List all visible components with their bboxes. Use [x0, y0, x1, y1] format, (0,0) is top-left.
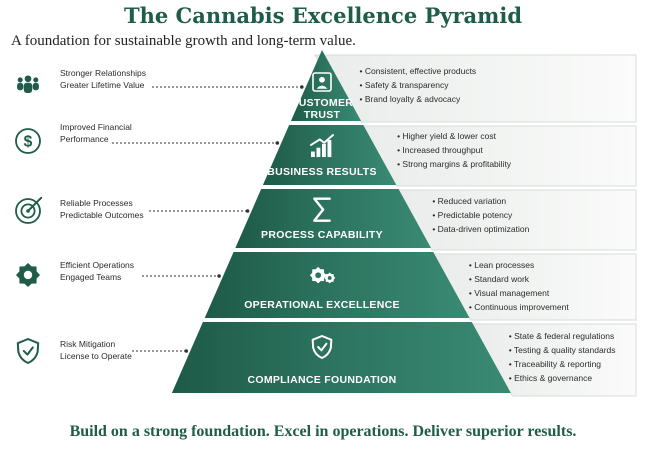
- tier-benefit-item: • Safety & transparency: [360, 80, 450, 90]
- footer-tagline: Build on a strong foundation. Excel in o…: [69, 423, 577, 440]
- tier-outcome-label: Predictable Outcomes: [60, 210, 144, 220]
- pyramid-tier: [235, 189, 432, 248]
- page-title: The Cannabis Excellence Pyramid: [123, 3, 523, 28]
- tier-benefit-item: • Ethics & governance: [509, 373, 593, 383]
- dollar-circle-icon: $: [15, 128, 41, 154]
- bar-chart-icon: [310, 134, 334, 158]
- connector-dot: [184, 349, 189, 353]
- tier-benefit-item: • State & federal regulations: [509, 331, 615, 341]
- gears-icon: [309, 266, 336, 284]
- tier-name: PROCESS CAPABILITY: [261, 229, 383, 241]
- pyramid-tier: [171, 322, 511, 393]
- connector-dot: [245, 209, 250, 213]
- tier-outcome-label: License to Operate: [60, 351, 132, 361]
- shield-check-icon: [16, 338, 40, 364]
- shield-check-icon: [311, 335, 333, 359]
- tier-name: TRUST: [304, 109, 341, 121]
- tier-benefit-item: • Standard work: [469, 274, 530, 284]
- people-group-icon: [17, 75, 39, 93]
- tier-name: BUSINESS RESULTS: [267, 166, 377, 178]
- tier-name: COMPLIANCE FOUNDATION: [247, 374, 396, 386]
- tier-outcome-label: Risk Mitigation: [60, 339, 116, 349]
- page-subtitle: A foundation for sustainable growth and …: [11, 33, 356, 49]
- connector-dot: [217, 274, 221, 278]
- tier-benefit-item: • Brand loyalty & advocacy: [360, 94, 462, 104]
- pyramid-tier: [290, 50, 362, 121]
- tier-benefit-item: • Testing & quality standards: [509, 345, 616, 355]
- connector-dot: [300, 85, 304, 89]
- tier-benefit-item: • Reduced variation: [432, 196, 506, 206]
- tier-benefit-item: • Strong margins & profitability: [397, 159, 512, 169]
- pyramid-tier: [204, 252, 470, 318]
- svg-text:$: $: [24, 133, 33, 150]
- tier-outcome-label: Stronger Relationships: [60, 68, 146, 78]
- tier-outcome-label: Improved Financial: [60, 122, 132, 132]
- gear-icon: [16, 263, 40, 287]
- tier-benefit-item: • Higher yield & lower cost: [397, 131, 497, 141]
- tier-outcome-label: Efficient Operations: [60, 260, 134, 270]
- tier-benefit-item: • Traceability & reporting: [509, 359, 602, 369]
- person-icon: [312, 72, 332, 92]
- tier-name: CUSTOMER: [291, 97, 353, 109]
- target-icon: [15, 196, 43, 224]
- tier-outcome-label: Greater Lifetime Value: [60, 80, 145, 90]
- tier-benefit-item: • Increased throughput: [397, 145, 483, 155]
- tier-benefit-item: • Data-driven optimization: [432, 224, 529, 234]
- tier-benefit-item: • Consistent, effective products: [360, 66, 477, 76]
- tier-benefit-item: • Lean processes: [469, 260, 534, 270]
- tier-name: OPERATIONAL EXCELLENCE: [244, 299, 400, 311]
- tier-outcome-label: Performance: [60, 134, 109, 144]
- tier-outcome-label: Engaged Teams: [60, 272, 121, 282]
- tier-benefit-item: • Continuous improvement: [469, 302, 569, 312]
- tier-benefit-item: • Predictable potency: [432, 210, 513, 220]
- tier-benefit-item: • Visual management: [469, 288, 550, 298]
- tier-outcome-label: Reliable Processes: [60, 198, 133, 208]
- connector-dot: [275, 141, 280, 145]
- sigma-icon: [313, 197, 331, 222]
